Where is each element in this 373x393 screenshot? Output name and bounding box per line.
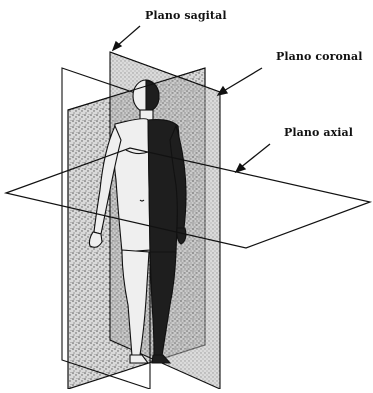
- arrow-coronal: [218, 68, 262, 95]
- left-hand: [89, 232, 102, 247]
- axial-plane-label: Plano axial: [284, 126, 353, 139]
- sagittal-plane-label: Plano sagital: [145, 9, 227, 22]
- coronal-plane-label: Plano coronal: [276, 50, 363, 63]
- arrow-sagittal: [113, 26, 140, 50]
- arrow-axial: [236, 144, 270, 172]
